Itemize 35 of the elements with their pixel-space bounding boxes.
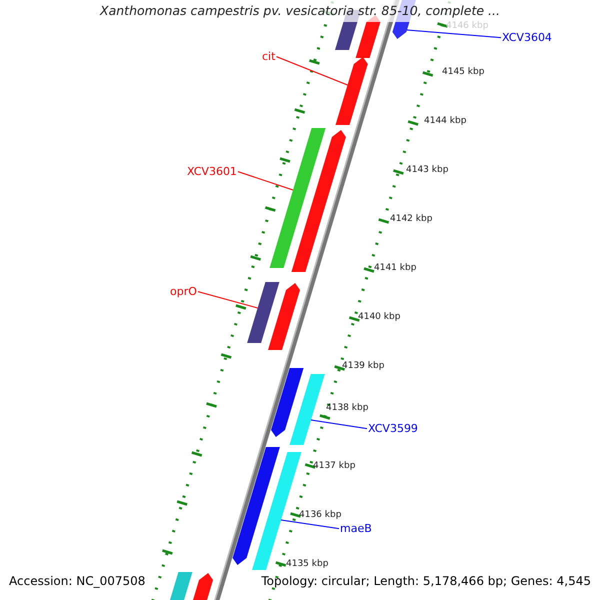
gene-bar <box>247 282 280 343</box>
gene-label: oprO <box>170 285 197 298</box>
position-label: 4136 kbp <box>299 510 342 521</box>
gene-bar <box>271 368 304 437</box>
leader-line <box>406 30 502 38</box>
position-label: 4139 kbp <box>342 361 384 372</box>
gene-label: maeB <box>340 522 372 536</box>
position-label: 4144 kbp <box>424 116 466 127</box>
leader-line <box>197 291 258 308</box>
gene-bar <box>291 130 346 272</box>
gene-bar <box>336 57 368 125</box>
gene-label: cit <box>262 50 276 64</box>
accession-text: Accession: NC_007508 <box>9 574 146 588</box>
gene-bar <box>232 447 280 565</box>
summary-text: Topology: circular; Length: 5,178,466 bp; Genes: 4,545 <box>261 574 591 588</box>
leader-line <box>310 420 368 430</box>
gene-bar <box>290 374 325 445</box>
position-label: 4137 kbp <box>313 461 356 472</box>
position-label: 4135 kbp <box>286 559 328 570</box>
leader-line <box>280 520 340 530</box>
gene-label: XCV3604 <box>502 31 552 44</box>
gene-bar <box>270 128 326 268</box>
position-label: 4138 kbp <box>326 403 368 414</box>
gene-label: XCV3599 <box>368 422 418 436</box>
position-label: 4141 kbp <box>374 263 416 274</box>
position-label: 4143 kbp <box>406 165 448 176</box>
leader-line <box>276 56 348 86</box>
gene-bar <box>190 573 213 600</box>
position-label: 4142 kbp <box>390 214 432 225</box>
gene-bar <box>268 283 300 350</box>
position-label: 4140 kbp <box>358 312 400 323</box>
leader-line <box>237 171 294 190</box>
gene-label: XCV3601 <box>187 165 237 178</box>
position-label: 4145 kbp <box>442 67 484 78</box>
gene-bar <box>167 572 192 600</box>
